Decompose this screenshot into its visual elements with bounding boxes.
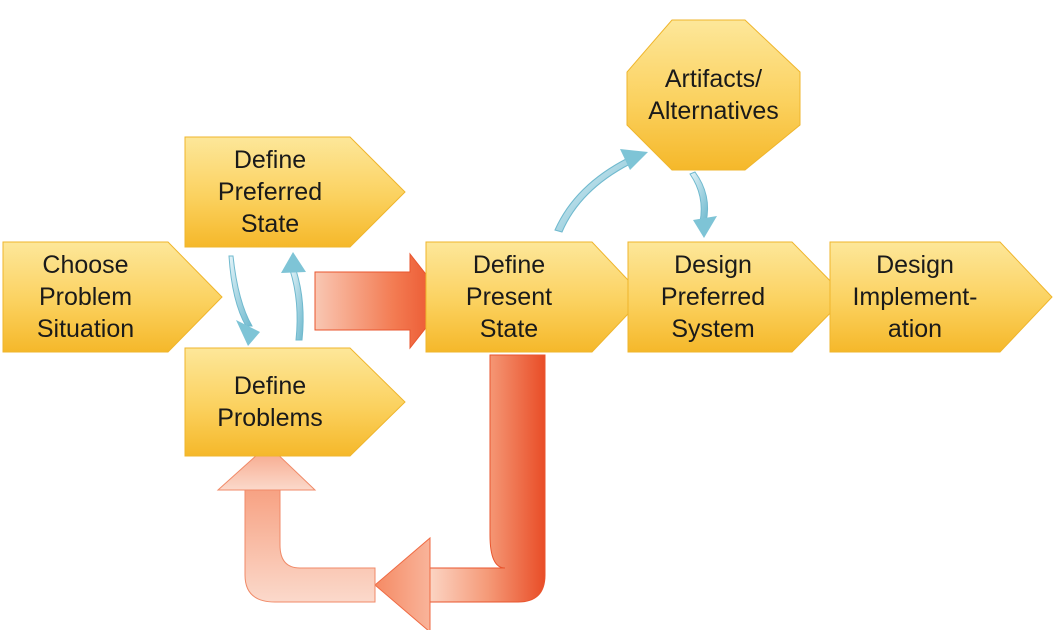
blue-arrow-preferred-to-problems bbox=[228, 255, 260, 346]
label-design-preferred-system: Design Preferred System bbox=[660, 251, 766, 343]
label-define-present-state: Define Present State bbox=[465, 251, 553, 343]
label-choose-problem-situation: Choose Problem Situation bbox=[36, 251, 135, 343]
node-define-problems bbox=[184, 347, 406, 457]
node-design-implementation bbox=[829, 241, 1053, 353]
label-define-preferred-state: Define Preferred State bbox=[217, 146, 323, 238]
label-artifacts-alternatives: Artifacts/ Alternatives bbox=[648, 65, 779, 125]
label-define-problems: Define Problems bbox=[217, 372, 323, 432]
node-choose-problem-situation bbox=[2, 241, 223, 353]
blue-arrow-present-to-artifacts bbox=[554, 149, 648, 233]
node-artifacts-alternatives bbox=[626, 19, 801, 171]
node-define-present-state bbox=[425, 241, 645, 353]
blue-arrow-artifacts-to-design bbox=[689, 171, 717, 238]
node-define-preferred-state bbox=[184, 136, 406, 248]
node-design-preferred-system bbox=[627, 241, 847, 353]
label-design-implementation: Design Implement- ation bbox=[852, 251, 978, 343]
blue-arrow-problems-to-preferred bbox=[281, 252, 306, 341]
red-loop-arrow bbox=[216, 354, 546, 630]
